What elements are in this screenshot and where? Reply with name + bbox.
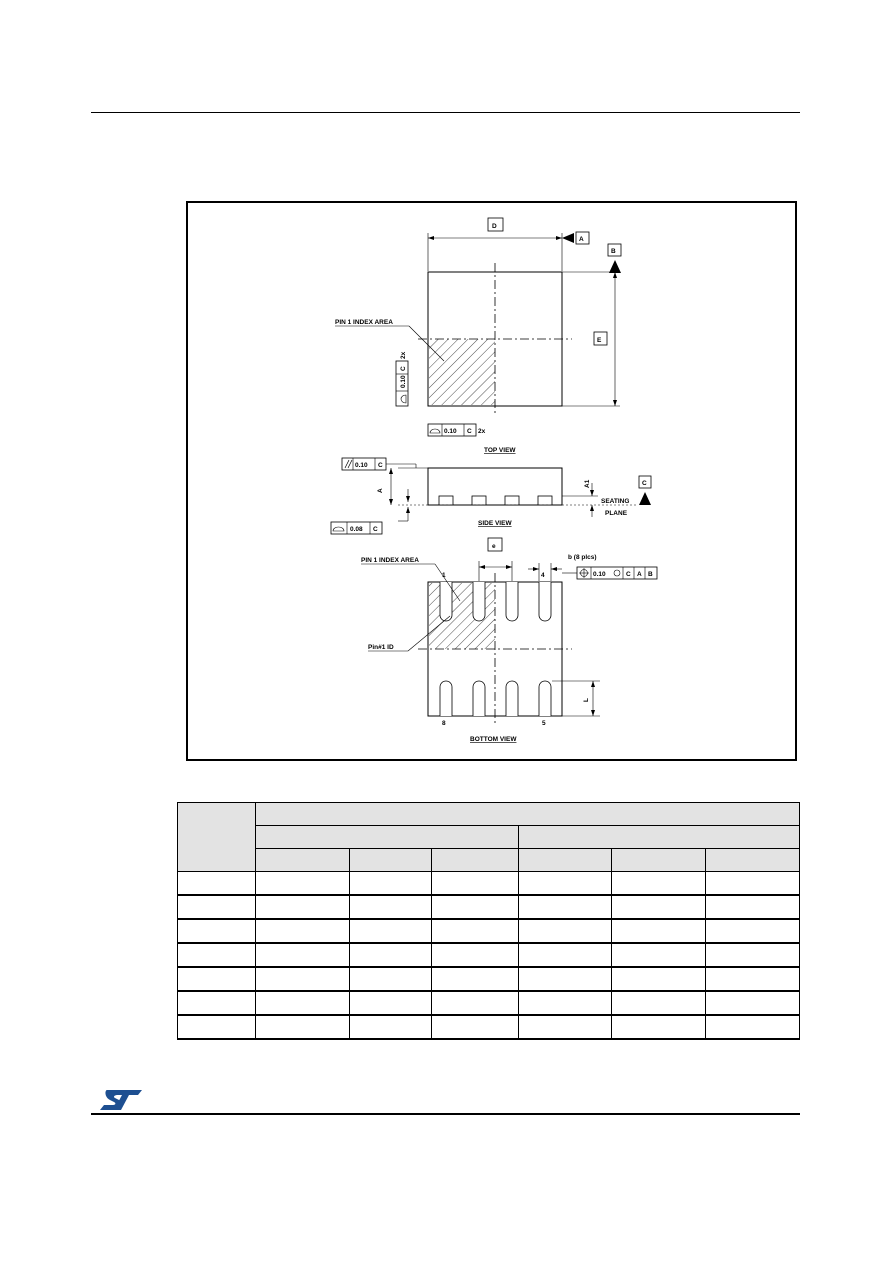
seating-plane-label-2: PLANE [605, 510, 628, 517]
table-header-cell [611, 848, 706, 872]
table-row [177, 1014, 801, 1040]
pin-number-4: 4 [541, 572, 545, 579]
tol-horizontal-count: 2x [478, 428, 486, 435]
header-rule [91, 112, 800, 113]
table-row [177, 894, 801, 920]
datum-b-triangle [609, 260, 621, 273]
coplanarity-value: 0.08 [350, 526, 363, 533]
dim-d-label: D [492, 223, 497, 230]
mmc-icon [613, 569, 621, 577]
table-row [177, 942, 801, 968]
table-header-cell [431, 848, 519, 872]
table-header-cell [254, 802, 801, 826]
side-view-caption: SIDE VIEW [478, 520, 512, 527]
flatness-frame-vertical [395, 360, 409, 407]
pin-number-8: 8 [442, 720, 446, 727]
pin1-index-hatch-top [429, 339, 495, 405]
footer-rule [91, 1113, 800, 1115]
table-header-row [177, 802, 801, 872]
top-view-caption: TOP VIEW [484, 447, 516, 454]
dim-l-label: L [583, 698, 590, 702]
position-datum-c: C [626, 571, 631, 578]
tol-horizontal-datum: C [467, 428, 472, 435]
side-view: 0.10 C A 0.08 C A1 SEATING PLANE C [330, 457, 652, 535]
table-header-cell [518, 848, 612, 872]
table-header-cell [255, 825, 519, 849]
dim-e-pitch-label: e [492, 543, 496, 550]
dim-b-label: b (8 plcs) [568, 554, 597, 561]
bottom-view: e b (8 plcs) 0.10 C A B 1 4 8 5 L [361, 537, 658, 743]
datum-a-triangle [562, 233, 574, 243]
datum-c-triangle [639, 492, 651, 505]
table-header-cell [517, 825, 801, 849]
top-view: D A B E PIN 1 INDEX AREA 0.10 C 2x 0.1 [335, 217, 622, 454]
pin-number-1: 1 [442, 572, 446, 579]
surface-profile-icon [400, 394, 407, 404]
pin-number-5: 5 [542, 720, 546, 727]
position-datum-b: B [648, 571, 653, 578]
position-value: 0.10 [593, 571, 606, 578]
parallel-value: 0.10 [355, 462, 368, 469]
coplanarity-datum: C [373, 526, 378, 533]
datum-c-label: C [642, 480, 647, 487]
parallel-datum: C [378, 462, 383, 469]
tol-vertical-count: 2x [400, 351, 407, 359]
bottom-view-caption: BOTTOM VIEW [470, 736, 517, 743]
drawing-canvas: D A B E PIN 1 INDEX AREA 0.10 C 2x 0.1 [330, 217, 658, 743]
st-logo-icon [100, 1090, 142, 1110]
tol-horizontal-value: 0.10 [444, 428, 457, 435]
surface-profile-icon [429, 428, 441, 434]
datum-b-label: B [611, 248, 616, 255]
dim-a1-label: A1 [584, 479, 591, 488]
table-row [177, 918, 801, 944]
package-outline-drawing: D A B E PIN 1 INDEX AREA 0.10 C 2x 0.1 [186, 201, 797, 761]
table-header-cell [349, 848, 432, 872]
dimensions-table [177, 802, 801, 1040]
table-header-cell [255, 848, 350, 872]
pin1-index-label-top: PIN 1 INDEX AREA [335, 319, 393, 326]
dim-a-label: A [377, 488, 384, 493]
table-header-row [178, 848, 801, 872]
pin1-index-label-bottom: PIN 1 INDEX AREA [361, 557, 419, 564]
dim-e-label: E [597, 337, 602, 344]
table-row [177, 871, 801, 896]
table-header-cell [177, 802, 256, 872]
tol-vertical-datum: C [400, 366, 407, 371]
table-row [177, 966, 801, 992]
datum-a-label: A [579, 236, 584, 243]
table-header-cell [704, 848, 801, 872]
table-header-row [178, 825, 801, 849]
seating-plane-label-1: SEATING [601, 498, 629, 505]
tol-vertical-value: 0.10 [400, 375, 407, 388]
pin1-id-label: Pin#1 ID [368, 644, 394, 651]
surface-profile-icon [332, 526, 345, 532]
position-datum-a: A [637, 571, 642, 578]
table-row [177, 990, 801, 1016]
